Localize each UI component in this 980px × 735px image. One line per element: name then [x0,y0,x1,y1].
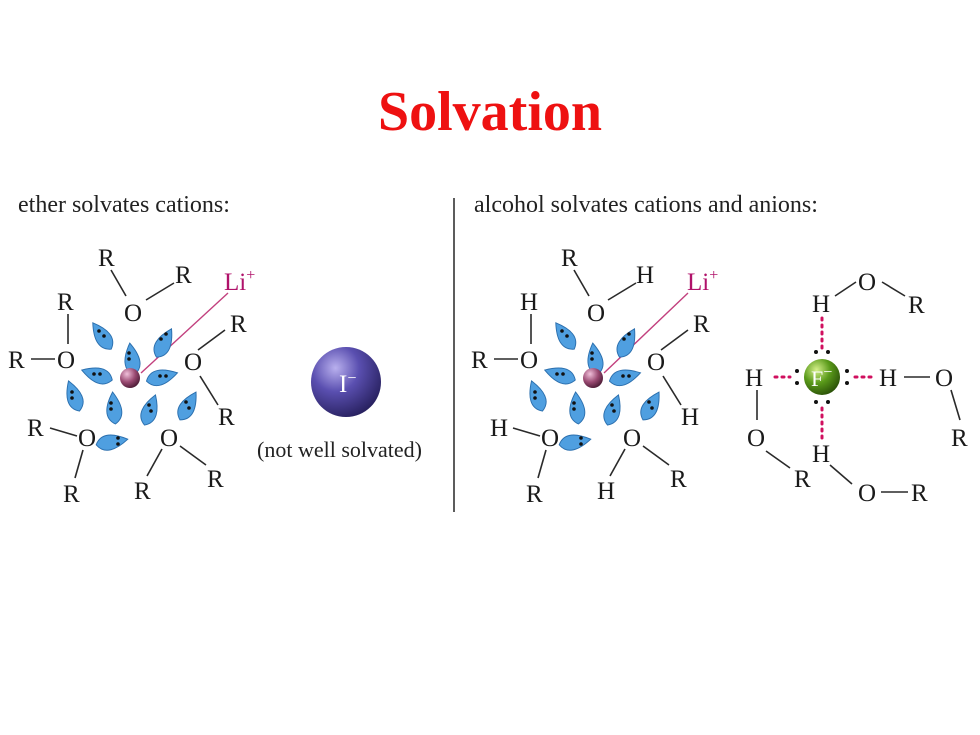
svg-text:O: O [747,425,765,452]
svg-text:R: R [98,245,115,272]
ether-li-label: Li+ [224,267,255,296]
svg-text:H: H [812,441,830,468]
svg-text:O: O [520,347,538,374]
svg-text:O: O [184,349,202,376]
svg-text:R: R [207,466,224,493]
svg-text:R: R [561,245,578,272]
svg-text:O: O [57,347,75,374]
ether-lithium-complex: Li+ R R O R R R O O R R O O R R R [8,245,255,508]
svg-text:R: R [57,289,74,316]
svg-text:R: R [526,481,543,508]
svg-text:H: H [636,262,654,289]
iodide-sphere [311,347,381,417]
svg-text:R: R [911,480,928,507]
svg-text:O: O [541,425,559,452]
svg-text:H: H [745,365,763,392]
svg-text:O: O [647,349,665,376]
svg-text:O: O [858,480,876,507]
svg-text:H: H [879,365,897,392]
svg-text:R: R [8,347,25,374]
svg-text:H: H [812,291,830,318]
page-title: Solvation [377,81,603,143]
svg-text:H: H [520,289,538,316]
svg-text:O: O [587,300,605,327]
alcohol-lithium-complex: Li+ R H O H R R O O H H O O R H R [471,245,718,508]
iodide-label: I− [339,370,356,398]
svg-text:R: R [175,262,192,289]
alcohol-fluoride-complex: F− O H R H H O R O H R O R [745,269,968,507]
svg-text:R: R [230,311,247,338]
svg-text:R: R [134,478,151,505]
svg-text:O: O [160,425,178,452]
fluoride-label: F− [811,364,832,391]
alcohol-li-label: Li+ [687,267,718,296]
not-well-solvated-note: (not well solvated) [257,437,422,462]
svg-text:R: R [471,347,488,374]
svg-text:R: R [951,425,968,452]
ether-caption: ether solvates cations: [18,192,230,218]
svg-text:O: O [124,300,142,327]
lithium-ion-sphere [120,368,140,388]
svg-text:H: H [681,404,699,431]
svg-text:R: R [794,466,811,493]
iodide-ion: I− (not well solvated) [257,347,422,462]
svg-text:H: H [490,415,508,442]
svg-text:O: O [623,425,641,452]
svg-text:H: H [597,478,615,505]
alcohol-caption: alcohol solvates cations and anions: [474,192,818,218]
svg-text:R: R [908,292,925,319]
svg-text:R: R [693,311,710,338]
fluoride-sphere [804,359,840,395]
svg-text:R: R [63,481,80,508]
svg-text:R: R [670,466,687,493]
svg-text:R: R [218,404,235,431]
svg-text:O: O [858,269,876,296]
li-pointer-line-right [603,292,689,374]
svg-text:R: R [27,415,44,442]
li-pointer-line [140,292,229,374]
lithium-ion-sphere-right [583,368,603,388]
svg-text:O: O [78,425,96,452]
svg-text:O: O [935,365,953,392]
